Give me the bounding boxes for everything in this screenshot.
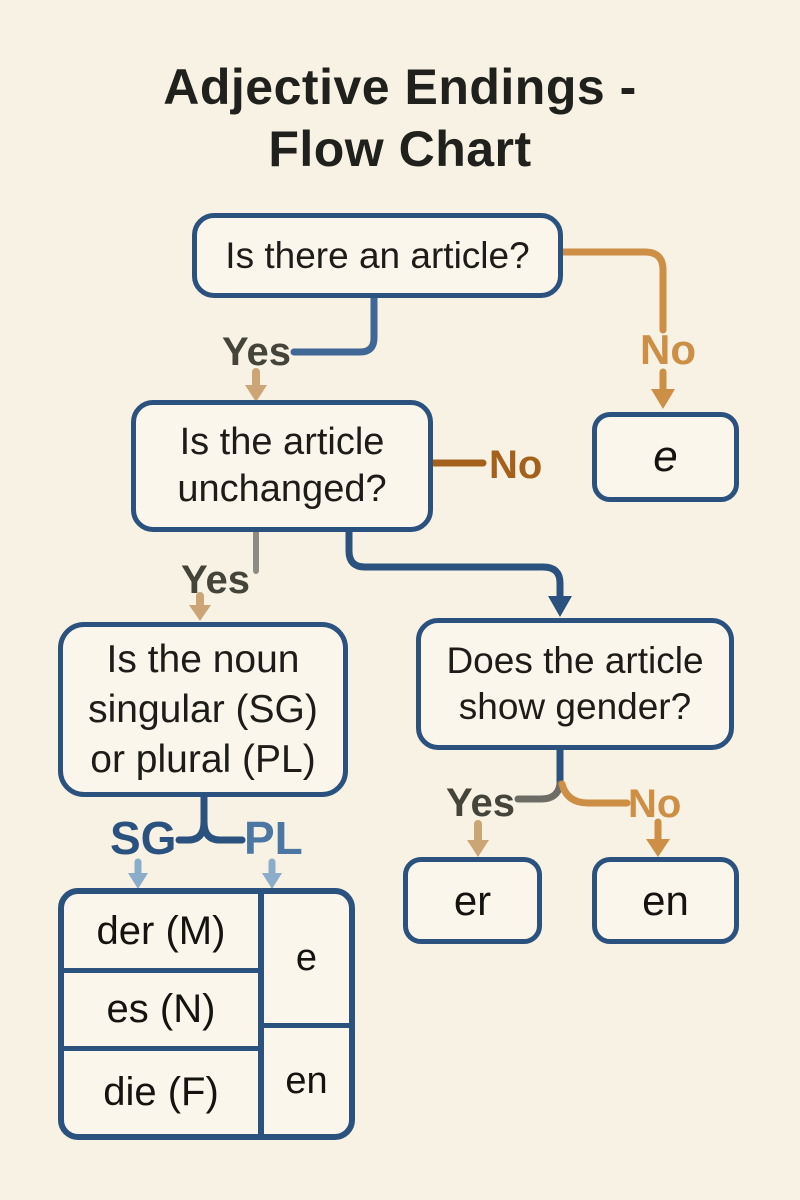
connector-q4-no-curve — [558, 780, 631, 807]
question-unchanged-line1: Is the article — [179, 421, 385, 463]
arrow-q4-head — [548, 596, 572, 617]
label-yes-article: Yes — [222, 330, 291, 374]
question-number-line3: or plural (PL) — [90, 737, 316, 781]
label-no-unchanged: No — [489, 443, 543, 487]
question-unchanged-line2: unchanged? — [177, 468, 387, 510]
arrow-no3-head — [646, 839, 670, 857]
table-right-divider — [264, 1023, 349, 1028]
table-row-divider-1 — [64, 968, 258, 973]
question-number-text: Is the noun singular (SG) or plural (PL) — [88, 635, 318, 785]
connector-q4-yes-dash — [514, 780, 564, 803]
arrow-pl-head — [262, 873, 282, 889]
label-no-article: No — [640, 326, 696, 373]
question-gender-line2: show gender? — [458, 686, 692, 727]
table-cell-es-n: es (N) — [106, 987, 216, 1031]
ending-box-er: er — [403, 857, 542, 944]
ending-e-text: e — [653, 432, 678, 481]
label-yes-gender: Yes — [446, 781, 515, 825]
label-sg: SG — [110, 812, 177, 864]
label-yes-unchanged: Yes — [181, 558, 250, 602]
ending-en-text: en — [642, 876, 689, 924]
question-box-article: Is there an article? — [192, 213, 563, 298]
connector-q1-yes — [290, 293, 378, 356]
connector-q2-q4 — [345, 528, 564, 601]
connector-split-pl — [200, 818, 246, 844]
arrow-no1-head — [651, 389, 675, 409]
arrow-yes2-head — [189, 605, 211, 621]
ending-er-text: er — [453, 876, 492, 924]
question-gender-line1: Does the article — [446, 640, 704, 681]
question-number-line2: singular (SG) — [88, 687, 318, 731]
arrow-yes1-head — [245, 385, 267, 402]
connector-q1-no — [559, 248, 667, 334]
arrow-yes3-head — [467, 840, 489, 857]
endings-table: der (M) es (N) die (F) e en — [58, 888, 355, 1140]
label-pl: PL — [244, 812, 303, 864]
question-article-text: Is there an article? — [225, 235, 530, 276]
label-no-gender: No — [628, 782, 682, 826]
page-title: Adjective Endings - Flow Chart — [0, 56, 800, 180]
connector-split-sg — [175, 793, 208, 844]
page-title-line2: Flow Chart — [268, 121, 532, 177]
arrow-sg-head — [128, 873, 148, 889]
ending-box-en: en — [592, 857, 739, 944]
table-cell-die-f: die (F) — [103, 1070, 219, 1114]
question-box-number: Is the noun singular (SG) or plural (PL) — [58, 622, 348, 797]
question-number-line1: Is the noun — [106, 637, 300, 681]
question-gender-text: Does the article show gender? — [446, 638, 703, 730]
table-row-divider-2 — [64, 1046, 258, 1051]
page-title-line1: Adjective Endings - — [163, 59, 637, 115]
ending-box-e: e — [592, 412, 739, 502]
table-cell-ending-en: en — [285, 1059, 328, 1102]
table-column-divider — [258, 894, 264, 1134]
table-cell-ending-e: e — [295, 937, 318, 979]
table-cell-der-m: der (M) — [96, 908, 226, 953]
question-box-unchanged: Is the article unchanged? — [131, 400, 433, 532]
question-unchanged-text: Is the article unchanged? — [177, 419, 386, 513]
question-box-gender: Does the article show gender? — [416, 618, 734, 750]
